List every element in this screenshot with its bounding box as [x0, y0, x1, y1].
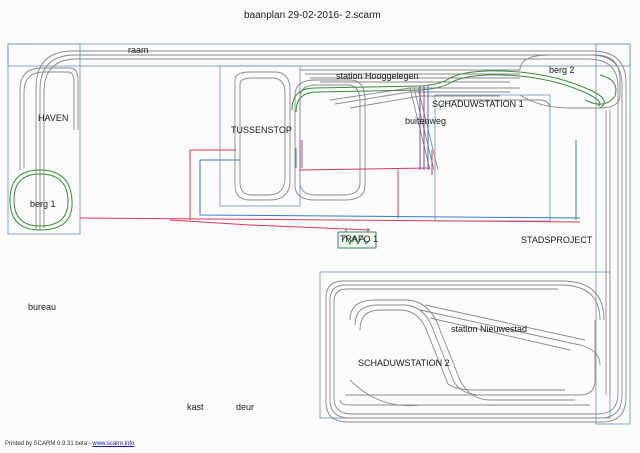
label-stadsproject: STADSPROJECT	[521, 235, 593, 245]
plan-title: baanplan 29-02-2016- 2.scarm	[244, 10, 381, 21]
berg1-loop	[9, 169, 73, 231]
footer-printed-by: Printed by SCARM 0.9.31 beta - www.scarm…	[5, 441, 134, 447]
footer-text: Printed by SCARM 0.9.31 beta -	[5, 441, 93, 447]
label-station-hooggelegen: station Hooggelegen	[336, 71, 419, 81]
label-deur: deur	[236, 402, 255, 412]
label-schaduwstation2: SCHADUWSTATION 2	[358, 358, 450, 368]
baseboard-right	[595, 43, 631, 425]
label-berg2: berg 2	[549, 65, 575, 75]
trafo-box	[337, 228, 377, 249]
label-raam: raam	[128, 45, 149, 55]
label-haven: HAVEN	[38, 113, 69, 123]
main-track	[19, 50, 627, 423]
baseboard-stad	[319, 271, 611, 419]
label-buitenweg: buitenweg	[405, 116, 447, 126]
baseboard-mid	[434, 94, 551, 222]
label-berg1: berg 1	[30, 199, 56, 209]
label-schaduwstation1: SCHADUWSTATION 1	[432, 99, 524, 109]
label-bureau: bureau	[28, 302, 57, 312]
label-station-nieuwestad: station Nieuwestad	[451, 324, 528, 334]
baseboard-outlines	[7, 43, 631, 425]
label-trafo1: TRAFO 1	[340, 234, 379, 244]
elevated-track	[9, 70, 617, 231]
label-kast: kast	[187, 402, 204, 412]
baseboard-center	[219, 65, 301, 207]
wire-red-main	[79, 217, 581, 223]
label-tussenstop: TUSSENSTOP	[231, 125, 292, 135]
wire-blue-main	[199, 160, 581, 219]
footer-link[interactable]: www.scarm.info	[92, 441, 135, 447]
wiring	[79, 86, 581, 231]
